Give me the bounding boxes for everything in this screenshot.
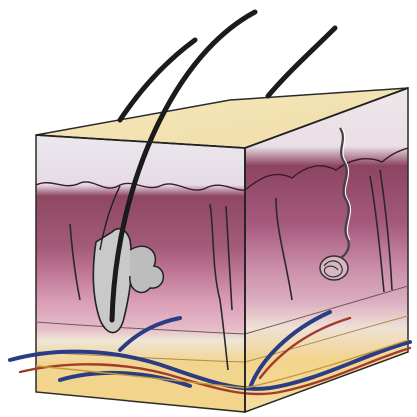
- hair-shaft-right: [268, 28, 335, 96]
